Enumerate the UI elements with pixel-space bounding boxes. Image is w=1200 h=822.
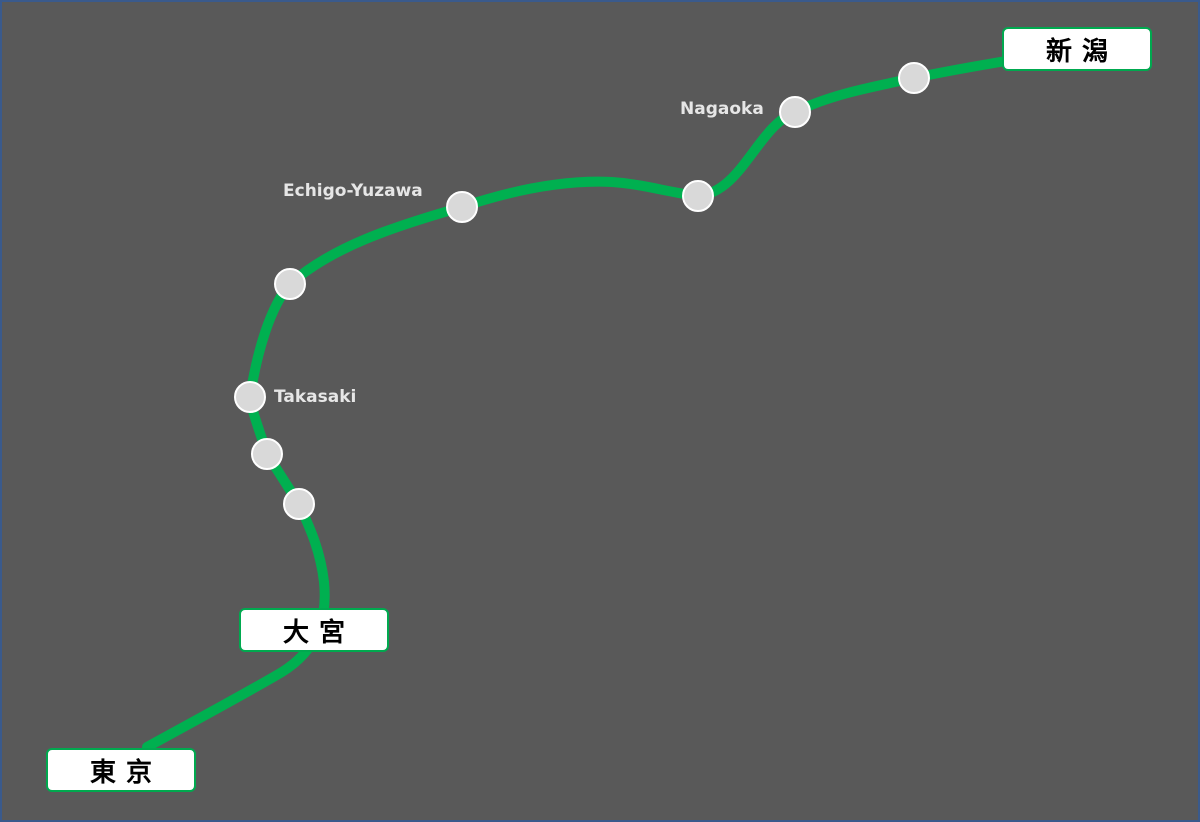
station-marker-takasaki[interactable]: [234, 381, 266, 413]
station-marker[interactable]: [274, 268, 306, 300]
station-marker[interactable]: [898, 62, 930, 94]
station-marker-echigo-yuzawa[interactable]: [446, 191, 478, 223]
terminal-niigata[interactable]: 新潟: [1002, 27, 1152, 71]
station-marker[interactable]: [251, 438, 283, 470]
station-label-echigo-yuzawa: Echigo-Yuzawa: [283, 181, 423, 201]
station-label-takasaki: Takasaki: [274, 387, 357, 407]
station-marker-nagaoka[interactable]: [779, 96, 811, 128]
terminal-omiya[interactable]: 大宮: [239, 608, 389, 652]
station-marker[interactable]: [682, 180, 714, 212]
station-label-nagaoka: Nagaoka: [680, 99, 764, 119]
station-marker[interactable]: [283, 488, 315, 520]
terminal-tokyo[interactable]: 東京: [46, 748, 196, 792]
